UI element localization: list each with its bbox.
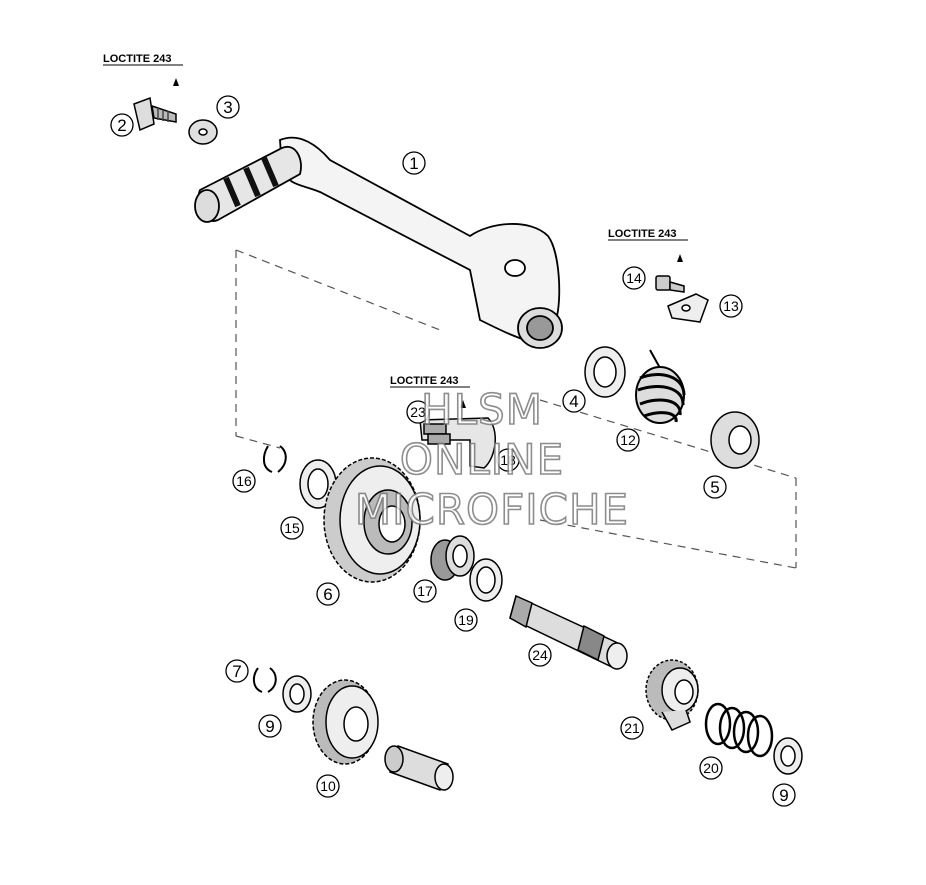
washer-9a [282,675,312,713]
screw-14 [655,275,685,293]
spring-20 [704,702,774,758]
svg-text:19: 19 [458,612,474,628]
svg-text:12: 12 [620,432,636,448]
watermark: HLSM ONLINE MICROFICHE [354,384,629,535]
svg-text:15: 15 [284,520,300,536]
kick-spring-12 [635,349,686,424]
washer-15 [299,459,337,509]
svg-text:1: 1 [409,154,418,173]
svg-text:6: 6 [323,585,332,604]
svg-text:14: 14 [626,270,642,286]
washer-3 [188,119,218,145]
svg-text:LOCTITE 243: LOCTITE 243 [103,53,171,65]
callout-9a: 9 [258,714,282,738]
svg-text:HLSM: HLSM [421,385,543,434]
washer-5 [710,411,760,469]
callout-3: 3 [216,95,240,119]
washer-4 [584,346,626,398]
svg-text:23: 23 [410,404,426,420]
callout-13: 13 [719,294,743,318]
circlip-7 [252,667,277,693]
washer-9b [773,737,803,775]
callout-9b: 9 [772,783,796,807]
kick-gear-6 [323,457,421,583]
svg-text:ONLINE: ONLINE [400,435,564,484]
callout-17: 17 [413,579,437,603]
callout-6: 6 [316,582,340,606]
svg-text:21: 21 [624,720,640,736]
svg-text:LOCTITE 243: LOCTITE 243 [390,375,458,387]
svg-text:5: 5 [710,478,719,497]
svg-text:10: 10 [320,778,336,794]
callout-12: 12 [616,428,640,452]
svg-text:7: 7 [232,662,241,681]
svg-text:17: 17 [417,583,433,599]
kickstarter-lever [194,136,563,349]
idler-gear-10 [312,679,379,765]
assembly-frame [235,249,797,569]
svg-text:24: 24 [532,647,548,663]
callout-16: 16 [232,469,256,493]
callout-23: 23 [406,400,430,424]
callout-4: 4 [562,389,586,413]
callout-19: 19 [454,608,478,632]
svg-text:3: 3 [223,98,232,117]
svg-text:18: 18 [500,452,516,468]
ratchet-guide-18 [419,417,496,469]
callout-15: 15 [280,516,304,540]
callout-2: 2 [110,113,134,137]
svg-text:9: 9 [265,717,274,736]
loctite-label-top-left: LOCTITE 243 [103,53,183,86]
loctite-label-center: LOCTITE 243 [390,375,470,408]
callout-24: 24 [528,643,552,667]
callouts: 1 2 3 4 5 6 7 9 9 10 12 13 14 15 16 17 1… [110,95,796,807]
callout-18: 18 [496,448,520,472]
svg-text:16: 16 [236,473,252,489]
callout-5: 5 [703,475,727,499]
ratchet-gear-21 [645,659,699,731]
svg-text:4: 4 [569,392,578,411]
svg-text:2: 2 [117,116,126,135]
svg-text:LOCTITE 243: LOCTITE 243 [608,228,676,240]
svg-text:13: 13 [723,298,739,314]
callout-20: 20 [699,756,723,780]
svg-text:20: 20 [703,760,719,776]
callout-10: 10 [316,774,340,798]
callout-14: 14 [622,266,646,290]
idler-shaft [384,745,454,791]
screw-2 [133,96,177,132]
callout-1: 1 [402,151,426,175]
callout-7: 7 [225,659,249,683]
callout-21: 21 [620,716,644,740]
kick-shaft-24 [509,594,628,670]
washer-19 [469,558,503,602]
loctite-label-right: LOCTITE 243 [608,228,688,262]
bracket-13 [667,293,709,323]
svg-text:9: 9 [779,786,788,805]
circlip-16 [262,445,287,473]
needle-bearing-17 [430,535,475,581]
svg-text:MICROFICHE: MICROFICHE [355,485,629,534]
